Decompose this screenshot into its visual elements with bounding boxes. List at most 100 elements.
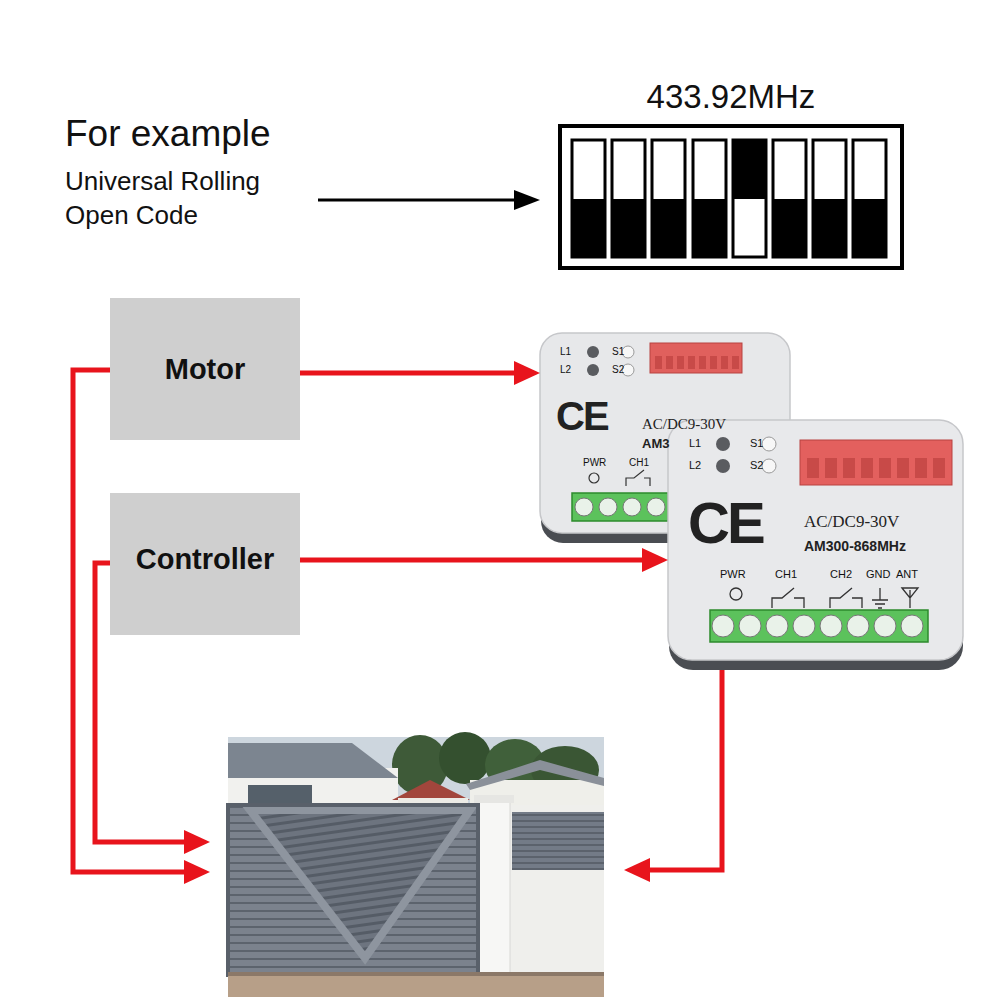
dip-lever-part: [693, 140, 726, 257]
terminal-label: PWR: [583, 457, 606, 469]
code-type-label: Universal Rolling Open Code: [65, 165, 315, 233]
receiver-module-front-part: [800, 440, 952, 485]
receiver-module-back-part: [626, 470, 650, 486]
voltage-rating: AC/DC9-30V: [642, 416, 726, 433]
dip-switch-part: [560, 126, 902, 268]
receiver-module-front-part: [830, 588, 862, 608]
ce-mark: CE: [556, 393, 608, 439]
receiver-module-back-part: [623, 498, 641, 516]
dip-lever: [853, 140, 886, 257]
receiver-module-front-part: [712, 615, 734, 637]
receiver-module-back-part: [647, 498, 665, 516]
gate-photo-part: [228, 743, 398, 778]
receiver-module-back-part: [589, 473, 599, 483]
receiver-module-front-part: [879, 458, 891, 478]
dip-lever: [652, 140, 685, 257]
gate-photo-part: [248, 785, 312, 805]
dip-lever-part: [853, 199, 886, 257]
arrow-line: [300, 558, 646, 563]
red-arrow: [300, 548, 668, 572]
receiver-module-back-part: [587, 364, 599, 376]
led-label: L2: [560, 364, 571, 376]
dip-switch-box: 433.92MHz: [558, 70, 904, 270]
dip-lever-part: [773, 140, 806, 257]
receiver-module-front-part: [762, 459, 776, 473]
receiver-module-front-part: [843, 458, 855, 478]
dip-lever: [773, 140, 806, 257]
dip-lever-part: [853, 140, 886, 257]
dip-lever: [572, 140, 605, 257]
model-label: AM3: [642, 437, 669, 452]
box-label: Controller: [110, 543, 300, 576]
receiver-module-front-part: [739, 615, 761, 637]
button-label: S2: [750, 459, 763, 472]
arrow-line: [300, 371, 518, 376]
led-label: L1: [560, 346, 571, 358]
gate-photo-part: [392, 780, 470, 800]
pointer-arrow: [318, 190, 540, 210]
terminal-label: CH1: [629, 457, 649, 469]
led-label: L1: [689, 437, 701, 450]
receiver-module-front-part: [847, 615, 869, 637]
receiver-module-back-part: [655, 356, 662, 369]
receiver-module-back-part: [721, 356, 728, 369]
dip-lever-on-part: [733, 140, 766, 199]
dip-lever: [693, 140, 726, 257]
receiver-module-front-part: [825, 458, 837, 478]
gate-photo-part: [512, 812, 604, 870]
gate-photo-part: [228, 805, 478, 975]
receiver-module-back-part: [650, 343, 742, 373]
receiver-module-front-part: [793, 615, 815, 637]
receiver-module-back-part: [710, 356, 717, 369]
receiver-module-back-part: [572, 493, 668, 521]
terminal-label: CH2: [830, 568, 852, 581]
receiver-module-back-part: [677, 356, 684, 369]
terminal-label: PWR: [720, 568, 746, 581]
gate-photo-part: [478, 800, 510, 975]
button-label: S1: [750, 437, 763, 450]
receiver-wire-part: [624, 858, 650, 882]
receiver-module-front-part: [766, 615, 788, 637]
dip-lever-part: [612, 140, 645, 257]
dip-lever-on-part: [733, 140, 766, 257]
receiver-module-back-part: [599, 498, 617, 516]
dip-lever-part: [813, 199, 846, 257]
pointer-arrow-part: [514, 190, 540, 210]
dip-lever: [612, 140, 645, 257]
receiver-module-front-part: [716, 437, 730, 451]
gate-photo: [228, 732, 604, 997]
receiver-module-front-part: [772, 588, 804, 608]
model-label: AM300-868MHz: [804, 538, 906, 554]
dip-lever-part: [572, 140, 605, 257]
frequency-label: 433.92MHz: [558, 78, 904, 116]
button-label: S2: [612, 364, 624, 376]
gate-photo-part: [466, 760, 604, 790]
gate-photo-part: [474, 795, 514, 803]
receiver-module-front-part: [762, 437, 776, 451]
receiver-module-front-part: [902, 588, 918, 608]
receiver-module-front-part: [716, 459, 730, 473]
receiver-module: L1S1L2S2CEAC/DC9-30VAM300-868MHzPWRCH1CH…: [668, 420, 963, 667]
receiver-module-back-part: [575, 498, 593, 516]
receiver-module-front-part: [872, 588, 888, 608]
dip-lever: [813, 140, 846, 257]
receiver-module-back-part: [587, 346, 599, 358]
dip-switch: [560, 126, 902, 268]
receiver-module-front-part: [897, 458, 909, 478]
terminal-label: GND: [866, 568, 890, 581]
receiver-module-front-part: [874, 615, 896, 637]
dip-lever-part: [572, 199, 605, 257]
dip-lever-part: [813, 140, 846, 257]
receiver-module-back-part: [732, 356, 739, 369]
receiver-module-back-part: [699, 356, 706, 369]
receiver-module-front-part: [710, 610, 928, 642]
receiver-module-front-part: [915, 458, 927, 478]
receiver-module-front-part: [730, 588, 742, 600]
gate-photo-part: [228, 805, 478, 975]
receiver-module-front-part: [901, 615, 923, 637]
dip-lever-part: [612, 199, 645, 257]
receiver-module-front-part: [861, 458, 873, 478]
box-label: Motor: [110, 353, 300, 386]
motor-wire-part: [184, 860, 210, 884]
gate-photo-part: [439, 732, 491, 784]
